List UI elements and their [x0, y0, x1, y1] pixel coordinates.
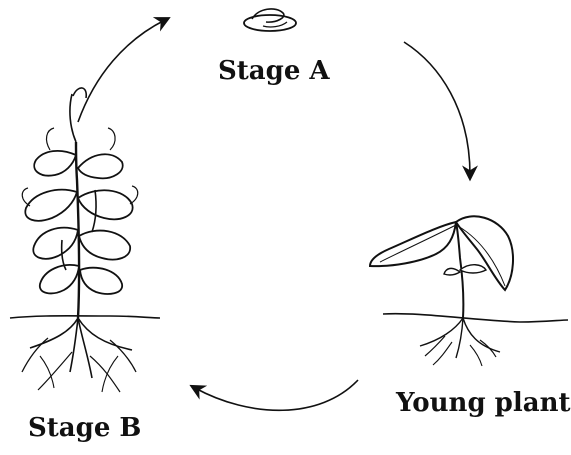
- stage-a-label: Stage A: [218, 56, 330, 86]
- young-plant-label: Young plant: [396, 388, 571, 418]
- cycle-arrow-young-to-b: [195, 380, 358, 410]
- cycle-arrow-b-to-a: [78, 20, 165, 122]
- mature-plant-icon: [10, 88, 160, 392]
- seed-icon: [244, 9, 296, 31]
- cycle-arrow-a-to-young: [404, 42, 470, 175]
- seedling-icon: [370, 216, 568, 366]
- stage-b-label: Stage B: [28, 413, 141, 443]
